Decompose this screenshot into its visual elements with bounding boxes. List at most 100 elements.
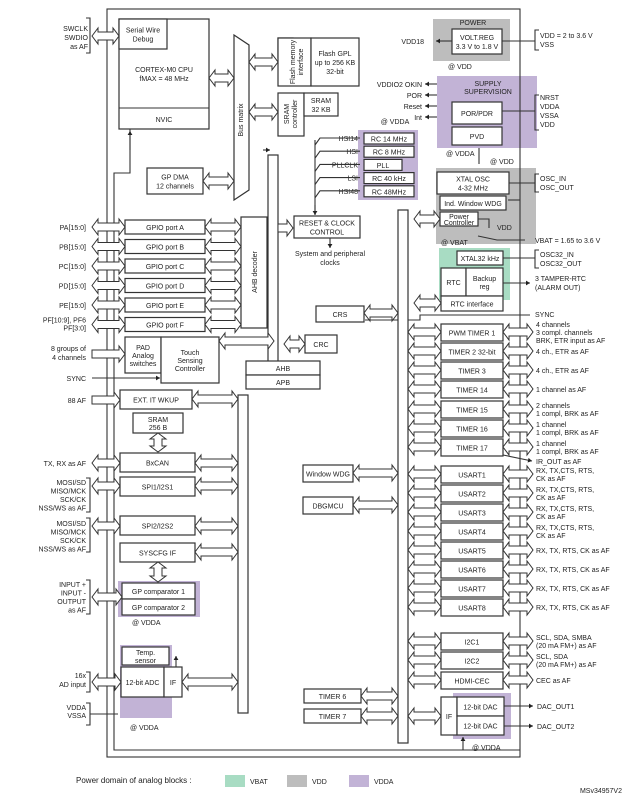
clock-source-block-4 [363,185,415,198]
clock-signal-line [314,177,360,185]
swd-pins-label: SWDIO [64,35,88,42]
peripheral-block-label: USART8 [458,606,486,613]
touch-bus-arrow [218,331,275,351]
dac-2-block-label: 12-bit DAC [463,724,497,731]
gpio-pins-label: PF[3:0] [63,326,86,333]
touch-sensing-controller-block-label: Touch [181,350,200,357]
gpio-pin-arrow [91,237,126,256]
clock-source-block-2-label: PLL [377,163,390,170]
clock-source-block-0 [363,132,415,145]
clock-source-block-2 [363,158,403,171]
peripheral-block-label: TIMER 16 [456,427,488,434]
flash-interface-label: interface [298,48,305,75]
osc32-pin-bracket [534,249,539,269]
vbat-label: VBAT = 1.65 to 3.6 V [535,238,601,245]
sram-controller-block [277,92,305,137]
peripheral-block-label: HDMI-CEC [455,679,490,686]
ahb-to-reset-arrow [277,218,294,238]
swd-pin-bracket [86,17,91,54]
flash-bus-arrow [248,52,279,72]
vdd-domain-label-2: @ VDD [490,159,514,166]
supply-supervision-title: SUPPLY [474,81,501,88]
arrowhead-icon [460,737,466,741]
spi1-pins-label: MOSI/SD [56,480,86,487]
volt-reg-block-label: 3.3 V to 1.8 V [456,44,499,51]
peripheral-pins-label: RX, TX, RTS, CK as AF [536,605,610,612]
dac-1-block-label: 12-bit DAC [463,705,497,712]
exti-wkup-block-label: EXT. IT WKUP [133,398,179,405]
adc-pins-label: 16x [75,673,87,680]
timer6-bus-arrow [360,686,399,706]
system-clocks-label: System and peripheral [295,251,365,258]
peripheral-pin-arrow [502,379,534,399]
adc-block [120,666,165,698]
syscfg-if-block-label: SYSCFG IF [139,551,176,558]
peripheral-block-label: I2C1 [465,640,480,647]
peripheral-pins-label: CK as AF [536,514,566,521]
dbgmcu-block-label: DBGMCU [312,504,343,511]
ir-out-label: IR_OUT as AF [536,459,581,466]
peripheral-bus-arrow [407,483,442,503]
adc-pin-bracket [86,671,91,693]
gpio-port-b-block-label: GPIO port B [146,245,184,252]
comparator-pins-label: INPUT + [59,582,86,589]
peripheral-bus-arrow [407,670,442,690]
sram-32kb-block-label: 32 KB [311,107,330,114]
legend-swatch-vbat [225,775,245,787]
supervision-pins-label: VSSA [540,113,559,120]
peripheral-block-label: USART3 [458,511,486,518]
bxcan-block-label: BxCAN [146,461,169,468]
vdd-switch-label: VDD [497,225,512,232]
gpio-port-c-block-label: GPIO port C [146,264,185,271]
spi1-pins-label: SCK/CK [60,497,86,504]
syscfg-comp-arrow [148,561,168,583]
legend-swatch-vdd [287,775,307,787]
vdd-range-label: VSS [540,42,554,49]
power-switch-line [478,218,490,228]
peripheral-bus-arrow [407,578,442,598]
peripheral-pins-label: SCL, SDA [536,654,568,661]
temp-sensor-block-label: Temp. [136,650,155,657]
gpio-pins-label: PA[15:0] [60,225,86,232]
peripheral-bus-arrow [407,360,442,380]
gpio-ahb-arrow [204,256,242,276]
peripheral-pins-label: RX, TX,CTS, RTS, [536,506,594,513]
arrowhead-icon [312,211,318,215]
spi1-pin-arrow [91,476,121,496]
backup-reg-block-label: Backup [473,276,496,283]
peripheral-bus-arrow [407,464,442,484]
arrowhead-icon [526,280,530,286]
ahb-block-label: AHB [276,366,291,373]
syscfg-bus-arrow [194,542,239,562]
adc-domain-label: @ VDDA [130,725,159,732]
peripheral-block-label: TIMER 3 [458,369,486,376]
peripheral-bus-arrow [407,597,442,617]
nvic-irq-line [113,129,131,196]
power-title: POWER [460,20,486,27]
peripheral-pin-arrow [502,540,534,560]
legend-label-vdda: VDDA [374,779,394,786]
temp-sensor-block-label: sensor [135,658,157,665]
peripheral-bus-arrow [407,631,442,651]
cpu-bus-arrow [208,68,235,88]
crc-bus-arrow [283,334,306,354]
crs-block [315,305,365,323]
peripheral-pin-arrow [502,399,534,419]
peripheral-pin-arrow [502,521,534,541]
peripheral-pin-arrow [502,631,534,651]
nvic-label: NVIC [156,117,173,124]
adc-supply-label: VSSA [67,713,86,720]
tamper-label: 3 TAMPER-RTC [535,276,586,283]
system-clocks-label: clocks [320,260,340,267]
clock-signal-line [314,137,360,146]
peripheral-pins-label: 4 channels [536,322,570,329]
gpio-ahb-arrow [204,276,242,295]
peripheral-pin-arrow [502,578,534,598]
peripheral-block-label: I2C2 [465,659,480,666]
clock-signal-label: LSI [347,176,358,183]
spi1-pins-label: MISO/MCK [51,489,87,496]
peripheral-pin-arrow [502,483,534,503]
gpio-pins-label: PE[15:0] [59,303,86,310]
power-controller-block-label: Controller [444,220,475,227]
clock-signal-line [314,150,360,159]
